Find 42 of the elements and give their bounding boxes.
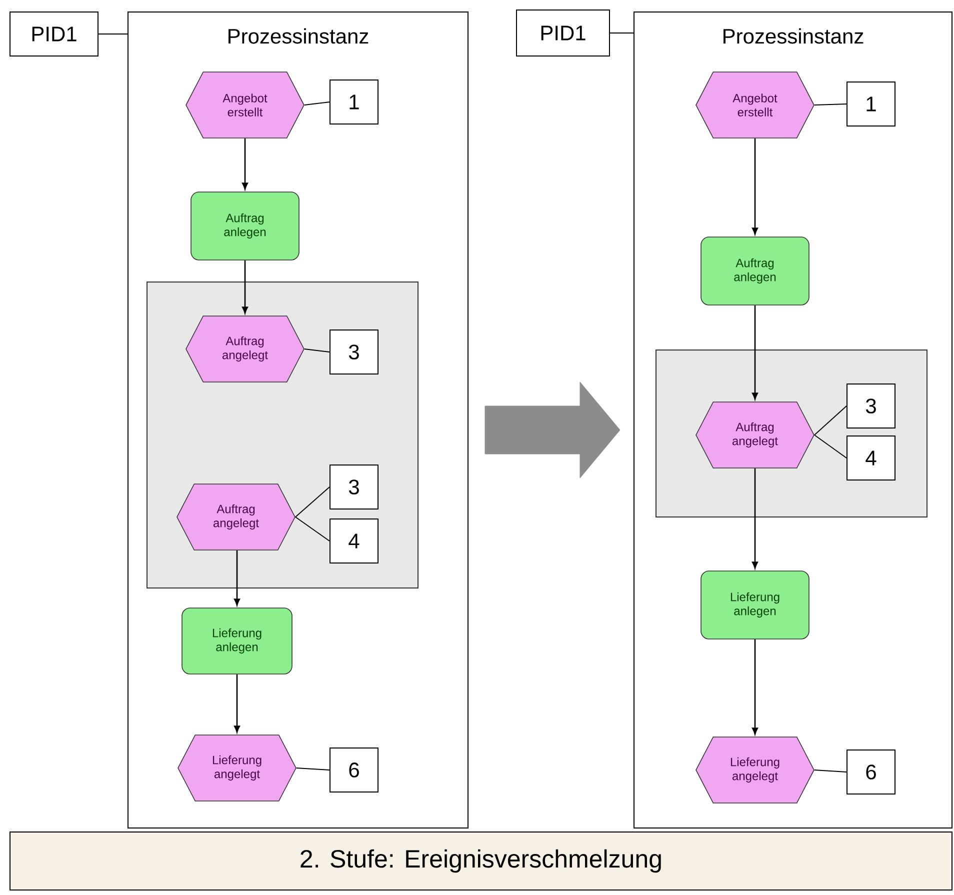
connector-line bbox=[294, 516, 330, 542]
caption-band: 2. Stufe: Ereignisverschmelzung bbox=[10, 832, 952, 890]
reference-number-box: 1 bbox=[846, 82, 896, 126]
transition-arrow bbox=[484, 382, 620, 478]
connector-line bbox=[296, 768, 330, 770]
arrow bbox=[752, 138, 758, 235]
arrow bbox=[752, 305, 758, 400]
arrow bbox=[752, 468, 758, 569]
event-hexagon: Auftrag angelegt bbox=[176, 484, 296, 550]
connector-line bbox=[814, 434, 847, 458]
reference-number-box: 3 bbox=[330, 330, 378, 374]
event-hexagon: Auftrag angelegt bbox=[186, 316, 304, 382]
connector-line bbox=[294, 486, 330, 518]
reference-number-box: 4 bbox=[330, 518, 378, 564]
reference-number-box: 4 bbox=[846, 436, 896, 480]
event-hexagon: Angebot erstellt bbox=[696, 72, 814, 138]
arrow bbox=[234, 674, 240, 733]
pid-tag: PID1 bbox=[516, 10, 610, 56]
reference-number-box: 3 bbox=[330, 464, 378, 510]
reference-number-box: 6 bbox=[846, 750, 896, 794]
connector-line bbox=[304, 102, 330, 106]
pid-tag: PID1 bbox=[10, 12, 98, 56]
function-box: Auftrag anlegen bbox=[190, 192, 300, 260]
connector-line bbox=[814, 406, 847, 436]
arrow bbox=[242, 260, 248, 314]
function-box: Lieferung anlegen bbox=[700, 570, 810, 640]
connector-line bbox=[304, 348, 330, 352]
event-hexagon: Lieferung angelegt bbox=[696, 736, 814, 804]
event-hexagon: Angebot erstellt bbox=[186, 72, 304, 138]
function-box: Lieferung anlegen bbox=[182, 608, 292, 674]
connector-line bbox=[814, 104, 847, 106]
event-hexagon: Lieferung angelegt bbox=[178, 734, 296, 802]
event-hexagon: Auftrag angelegt bbox=[696, 402, 814, 468]
connector-line bbox=[610, 32, 634, 34]
function-box: Auftrag anlegen bbox=[700, 236, 810, 306]
reference-number-box: 6 bbox=[330, 748, 378, 792]
reference-number-box: 1 bbox=[330, 80, 378, 124]
arrow bbox=[242, 138, 248, 190]
connector-line bbox=[814, 770, 847, 772]
reference-number-box: 3 bbox=[846, 384, 896, 428]
arrow bbox=[234, 550, 240, 606]
arrow bbox=[752, 639, 758, 735]
